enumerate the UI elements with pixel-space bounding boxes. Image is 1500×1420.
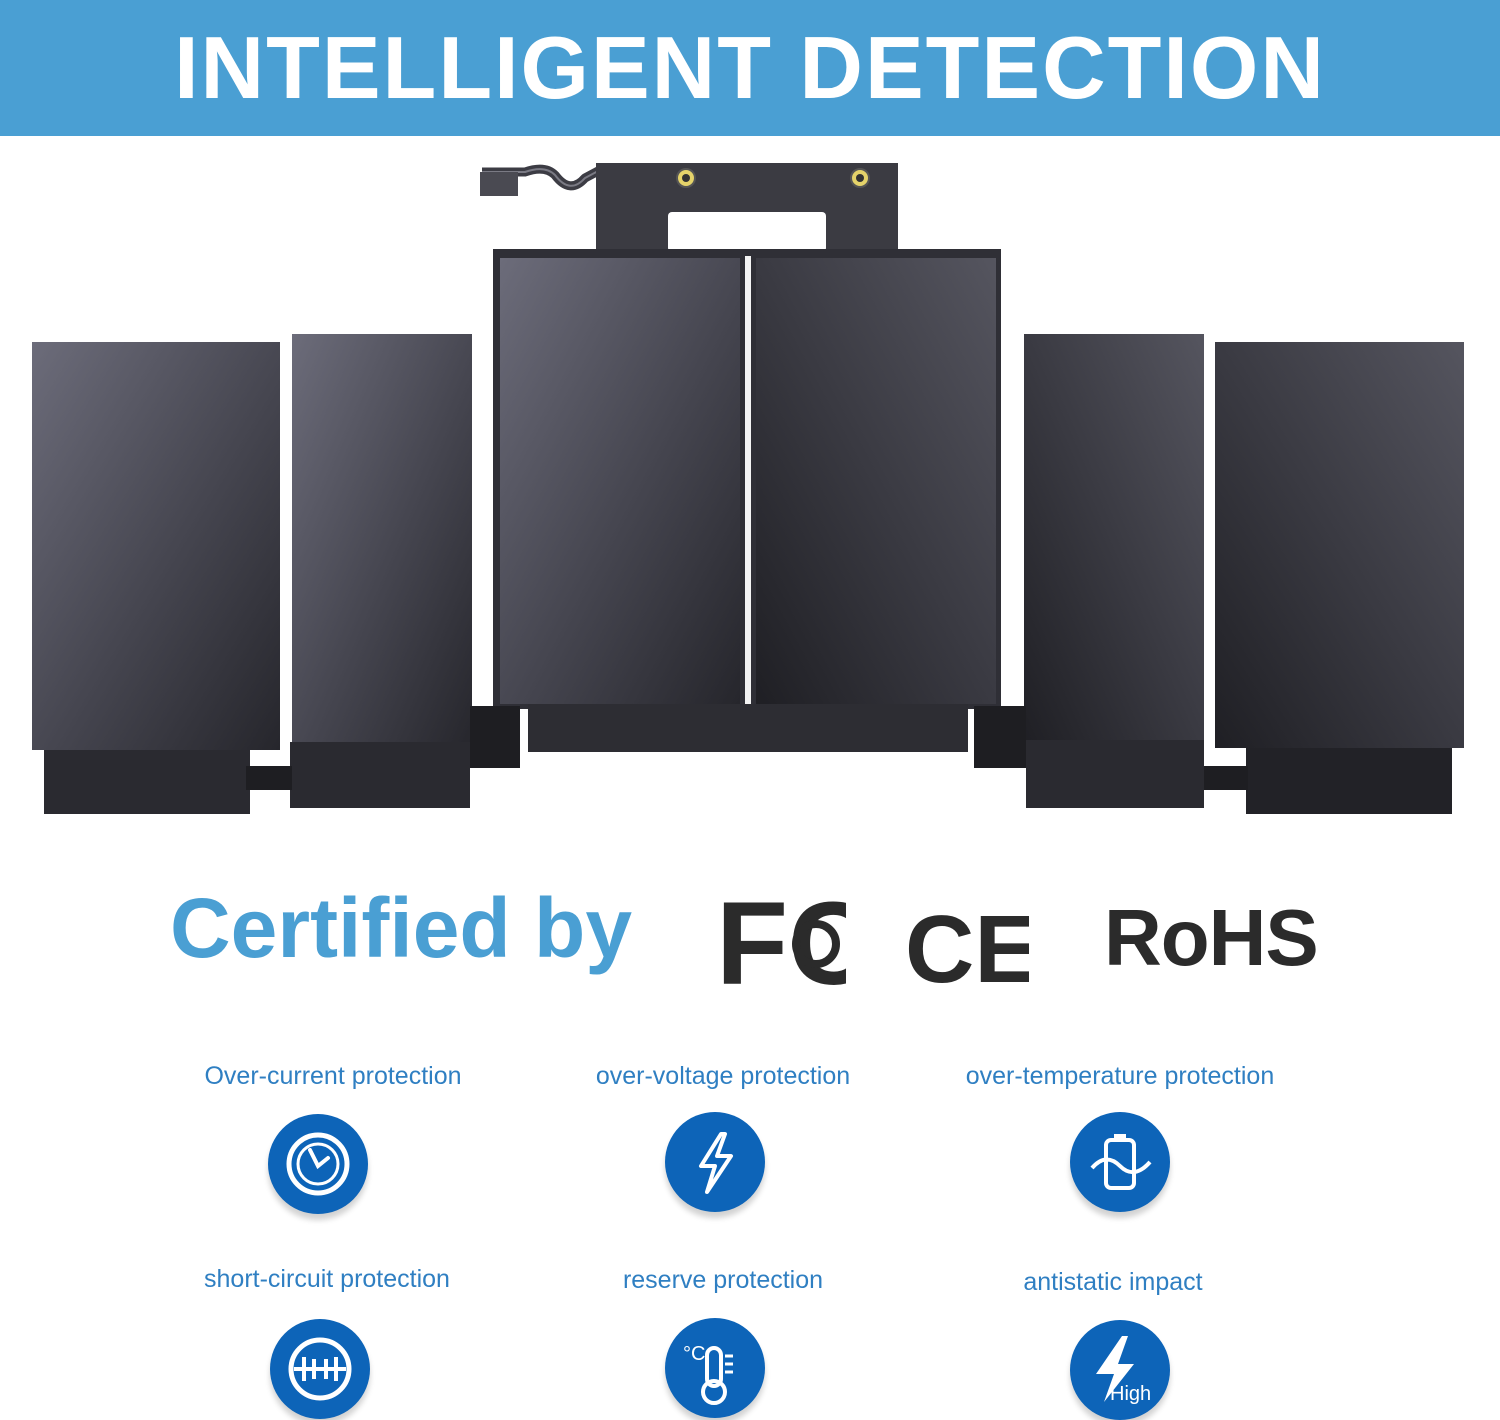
fcc-logo: FC bbox=[716, 880, 846, 992]
feature-reserve: reserve protection °C bbox=[533, 1268, 913, 1418]
certified-by-label: Certified by bbox=[170, 881, 633, 975]
feature-antistatic: antistatic impact High bbox=[923, 1270, 1303, 1420]
feature-over-current: Over-current protection bbox=[143, 1064, 523, 1214]
banner-title: INTELLIGENT DETECTION bbox=[174, 18, 1326, 117]
rohs-logo: RoHS bbox=[1104, 893, 1319, 982]
feature-label: over-temperature protection bbox=[965, 1062, 1275, 1090]
feature-label: short-circuit protection bbox=[204, 1265, 450, 1293]
battery-pack-illustration bbox=[32, 163, 1464, 814]
high-voltage-icon: High bbox=[1070, 1320, 1170, 1420]
celsius-text: °C bbox=[683, 1343, 705, 1365]
feature-over-voltage: over-voltage protection bbox=[533, 1064, 913, 1214]
feature-label: Over-current protection bbox=[204, 1062, 462, 1090]
feature-label: over-voltage protection bbox=[595, 1062, 851, 1090]
clock-gauge-icon bbox=[268, 1114, 368, 1214]
circuit-icon bbox=[270, 1319, 370, 1419]
battery-wave-icon bbox=[1070, 1112, 1170, 1212]
thermometer-icon: °C bbox=[665, 1318, 765, 1418]
feature-short-circuit: short-circuit protection bbox=[137, 1265, 517, 1419]
lightning-bolt-icon bbox=[665, 1112, 765, 1212]
header-banner: INTELLIGENT DETECTION bbox=[0, 0, 1500, 136]
high-text: High bbox=[1110, 1383, 1151, 1405]
ce-logo-text: CE bbox=[905, 896, 1029, 992]
feature-label: antistatic impact bbox=[1023, 1268, 1203, 1296]
feature-label: reserve protection bbox=[622, 1266, 824, 1294]
feature-over-temperature: over-temperature protection bbox=[930, 1064, 1310, 1214]
ce-logo: CE bbox=[905, 896, 1029, 992]
certification-row: Certified by FC CE RoHS bbox=[0, 880, 1500, 1010]
fcc-logo-text: FC bbox=[716, 880, 846, 992]
